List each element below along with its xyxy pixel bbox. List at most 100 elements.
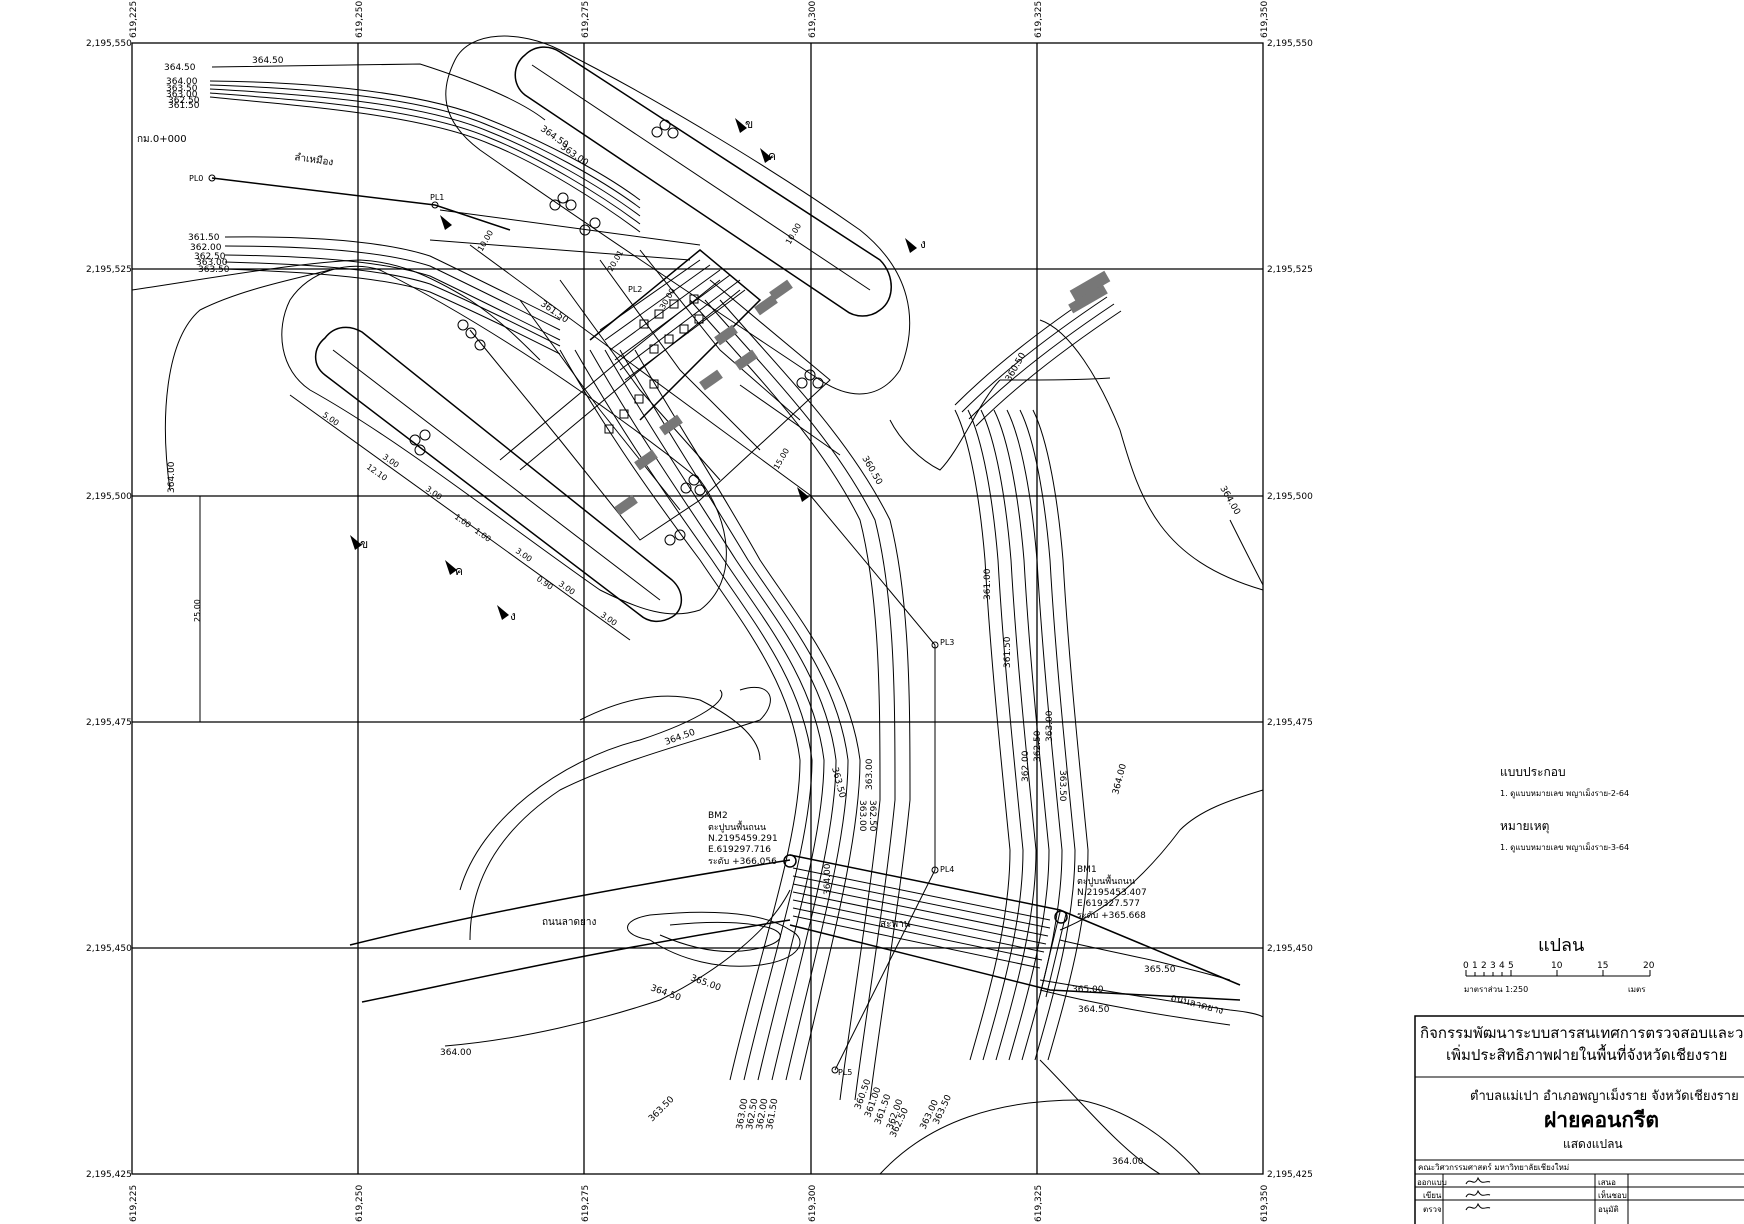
contour-label: 364.00 [1217, 485, 1242, 518]
scale-tick: 1 [1472, 961, 1478, 971]
easting-bottom-4: 619,325 [1034, 1185, 1044, 1222]
row-right-0: เสนอ [1598, 1178, 1616, 1187]
pl5-label: PL5 [838, 1068, 852, 1077]
northing-left-0: 2,195,550 [86, 39, 132, 49]
pl1-point [431, 201, 439, 209]
scale-unit: เมตร [1628, 985, 1646, 994]
row-left-2: ตรวจ [1423, 1205, 1442, 1214]
bm2-e: E.619297.716 [708, 845, 771, 855]
northing-right-4: 2,195,450 [1267, 944, 1313, 954]
scale-ratio: มาตราส่วน 1:250 [1464, 985, 1528, 994]
northing-left-3: 2,195,475 [86, 718, 132, 728]
contour-label: 364.50 [649, 983, 682, 1003]
easting-labels: 619,225 619,250 619,275 619,300 619,325 … [129, 1, 1270, 1222]
pl0-point [208, 174, 216, 182]
easting-bottom-0: 619,225 [129, 1185, 139, 1222]
easting-top-2: 619,275 [581, 1, 591, 38]
scale-tick: 20 [1643, 961, 1655, 971]
location-line: ตำบลแม่เปา อำเภอพญาเม็งราย จังหวัดเชียงร… [1470, 1086, 1739, 1104]
scale-tick: 4 [1499, 961, 1505, 971]
dimension-labels: 25.00 5.00 3.00 12.10 3.00 1.00 1.00 3.0… [193, 222, 803, 628]
easting-top-5: 619,350 [1260, 1, 1270, 38]
contour-label: 363.50 [647, 1095, 677, 1125]
ref-item: 1. ดูแบบหมายเลข พญาเม็งราย-2-64 [1500, 788, 1629, 799]
dim-label: 0.90 [535, 574, 555, 592]
contour-label: 361.50 [1003, 636, 1013, 668]
easting-top-3: 619,300 [808, 1, 818, 38]
dim-label: 1.00 [453, 512, 473, 530]
dim-label: 1.00 [473, 526, 493, 544]
contour-label: 364.00 [823, 863, 833, 895]
northing-right-3: 2,195,475 [1267, 718, 1313, 728]
dim-label: 15.00 [772, 447, 791, 471]
easting-top-0: 619,225 [129, 1, 139, 38]
dim-label: 10.00 [476, 229, 495, 253]
weir-structure [199, 35, 1111, 1074]
contour-label: 361.00 [983, 568, 993, 600]
contour-label: 360.50 [1004, 351, 1029, 384]
contour-label: 364.50 [1078, 1005, 1110, 1015]
notes-block: แบบประกอบ 1. ดูแบบหมายเลข พญาเม็งราย-2-6… [1500, 765, 1629, 853]
section-letter: ง [510, 609, 516, 623]
bm2-marker [783, 854, 797, 868]
northing-right-1: 2,195,525 [1267, 265, 1313, 275]
contour-label: 362.00 [1021, 750, 1031, 782]
contour-label: 363.00 [558, 142, 590, 168]
contour-label: 364.00 [1111, 763, 1129, 796]
northing-right-2: 2,195,500 [1267, 492, 1313, 502]
faculty-line: คณะวิศวกรรมศาสตร์ มหาวิทยาลัยเชียงใหม่ [1418, 1162, 1569, 1172]
contour-label: 363.50 [166, 84, 198, 94]
northing-right-5: 2,195,425 [1267, 1170, 1313, 1180]
pl3-point [931, 641, 939, 649]
contour-label: 364.50 [252, 56, 284, 66]
contour-label: 360.50 [859, 455, 884, 488]
road-label-left: ถนนลาดยาง [542, 917, 596, 928]
dim-label: 25.00 [193, 599, 202, 622]
pl2-label: PL2 [628, 285, 642, 294]
scale-tick: 10 [1551, 961, 1563, 971]
contour-label: 364.00 [166, 77, 198, 87]
pl4-label: PL4 [940, 865, 954, 874]
section-letter: ข [745, 117, 753, 131]
drawing-subtitle: แสดงแปลน [1563, 1137, 1623, 1151]
contour-label: 364.50 [164, 63, 196, 73]
contour-label: 363.00 [166, 90, 198, 100]
contour-label: 363.50 [1057, 770, 1067, 802]
easting-top-1: 619,250 [355, 1, 365, 38]
bm2-n: N.2195459.291 [708, 834, 778, 844]
dim-label: 12.10 [365, 462, 389, 483]
remark-item: 1. ดูแบบหมายเลข พญาเม็งราย-3-64 [1500, 842, 1629, 853]
row-left-0: ออกแบบ [1417, 1178, 1447, 1187]
section-letter: ค [768, 149, 776, 163]
contour-label: 362.50 [1033, 730, 1043, 762]
signature-icon [1465, 1176, 1491, 1185]
signature-icon [1465, 1202, 1491, 1211]
scale-tick: 2 [1481, 961, 1487, 971]
easting-bottom-1: 619,250 [355, 1185, 365, 1222]
contour-label: 361.50 [168, 101, 200, 111]
scale-tick: 0 [1463, 961, 1469, 971]
chainage-label: กม.0+000 [137, 134, 187, 145]
section-letter: ง [920, 237, 926, 251]
signature-icon [1465, 1189, 1491, 1198]
contour-label: 363.00 [865, 758, 875, 790]
easting-bottom-2: 619,275 [581, 1185, 591, 1222]
remark-title: หมายเหตุ [1500, 819, 1549, 834]
pl1-label: PL1 [430, 193, 444, 202]
pl0-label: PL0 [189, 174, 203, 183]
dim-label: 30.00 [658, 287, 677, 311]
bm2-level: ระดับ +366.056 [708, 857, 777, 867]
contour-label: 363.50 [198, 265, 230, 275]
village-label: ลำเหมือง [294, 151, 335, 168]
bridge-label: สะพาน [880, 919, 911, 930]
section-letter: ข [360, 537, 368, 551]
bm1-desc: ตะปูบนพื้นถนน [1077, 874, 1135, 887]
bm1-marker [1054, 910, 1068, 924]
contour-label: 365.00 [1072, 985, 1104, 995]
ref-title: แบบประกอบ [1500, 765, 1566, 779]
section-letters: ข ค ง ข ค ง [360, 117, 926, 623]
contour-label: 363.00 [857, 800, 867, 832]
contour-label: 361.50 [188, 233, 220, 243]
northing-left-4: 2,195,450 [86, 944, 132, 954]
